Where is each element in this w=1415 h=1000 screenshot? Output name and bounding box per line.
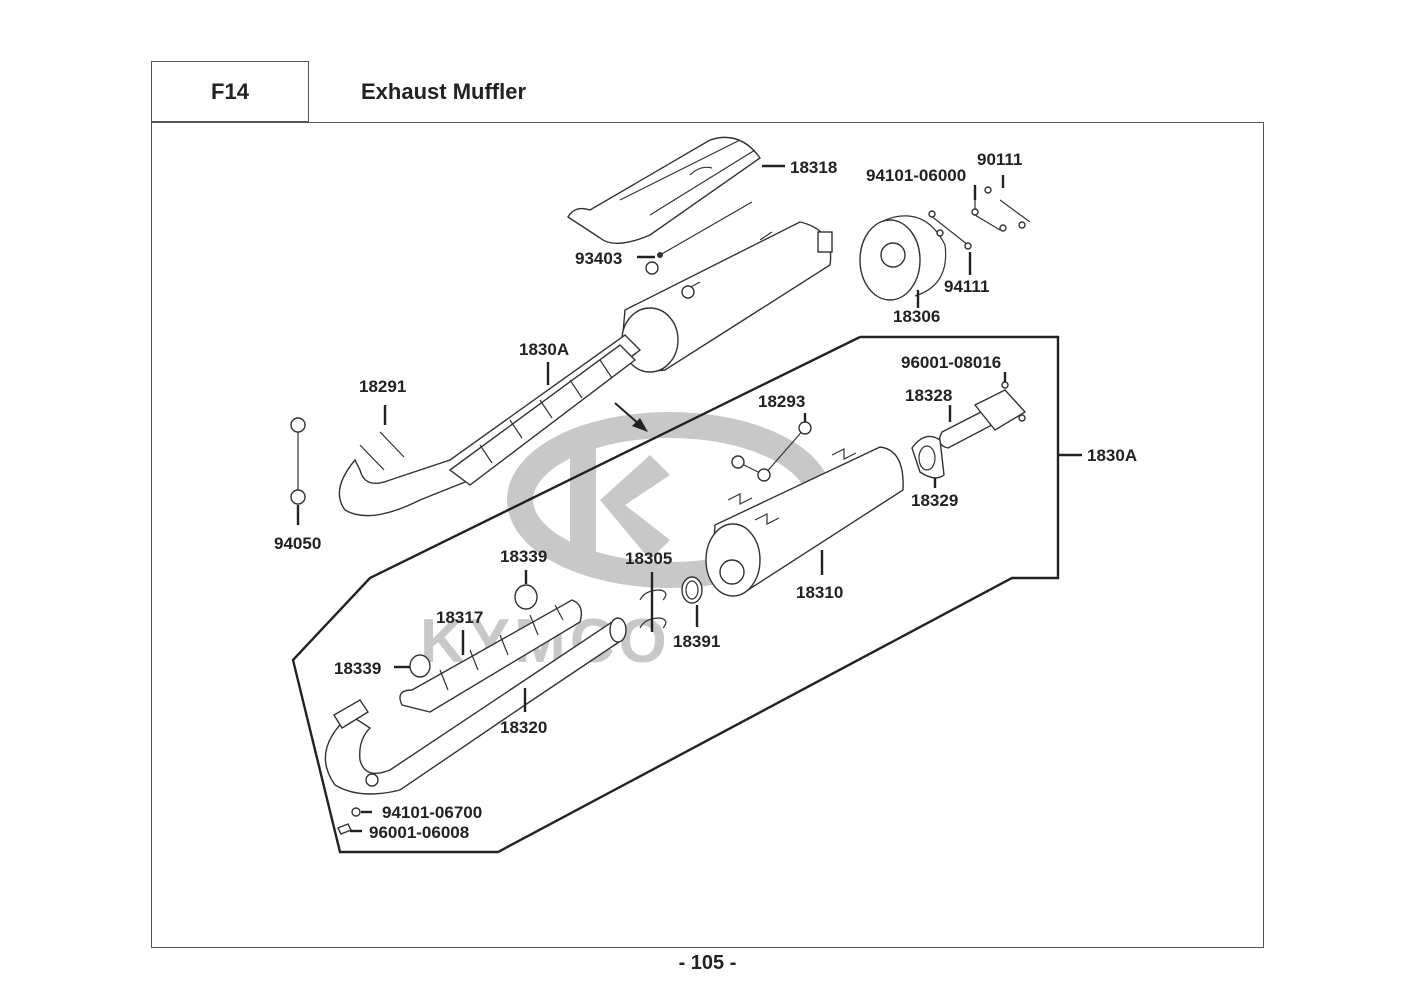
label-18320: 18320: [500, 718, 547, 737]
part-94050-nuts: [290, 417, 306, 525]
label-94111: 94111: [944, 277, 989, 296]
part-94111-washers: [928, 210, 972, 275]
part-18305-springs: [639, 572, 667, 632]
part-96001-06008-bolt: [337, 823, 362, 835]
logo-k-stem: [570, 440, 596, 570]
part-18318-heat-shield: [567, 136, 785, 244]
section-code-text: F14: [211, 78, 249, 104]
label-18305: 18305: [625, 549, 672, 568]
label-93403: 93403: [575, 249, 622, 268]
label-18339-left: 18339: [334, 659, 381, 678]
part-18293-rubber-mounts: [731, 413, 812, 482]
label-94101-06700: 94101-06700: [382, 803, 482, 822]
section-title-text: Exhaust Muffler: [361, 78, 527, 104]
part-93403-screw: [637, 201, 753, 259]
label-94101-06000: 94101-06000: [866, 166, 966, 185]
part-18317-lower-shield: [399, 599, 583, 713]
page-number: - 105 -: [678, 952, 737, 974]
label-90111: 90111: [977, 150, 1022, 169]
part-18306-end-cap: [859, 215, 947, 308]
logo-k-arm: [600, 455, 670, 560]
label-18306: 18306: [893, 307, 940, 326]
label-94050: 94050: [274, 534, 321, 553]
label-18291: 18291: [359, 377, 406, 396]
label-18310: 18310: [796, 583, 843, 602]
section-title: Exhaust Muffler: [309, 61, 1263, 122]
part-18310-muffler-body: [705, 446, 904, 597]
diagram-frame: [151, 122, 1264, 948]
label-1830A-top: 1830A: [519, 340, 569, 359]
label-18293: 18293: [758, 392, 805, 411]
part-18320-exhaust-pipe: [324, 617, 627, 795]
part-18391-gasket-ring: [681, 576, 703, 627]
part-18329-gasket: [911, 435, 945, 488]
label-18339-top: 18339: [500, 547, 547, 566]
label-96001-08016: 96001-08016: [901, 353, 1001, 372]
part-18339-clamps: [394, 570, 538, 678]
part-upper-muffler: [621, 221, 833, 373]
label-18318: 18318: [790, 158, 837, 177]
arrow-icon: [614, 402, 648, 432]
part-94101-06700-washer: [351, 807, 372, 817]
part-1830A-upper-pipe: [338, 334, 642, 517]
part-90111-bolts: [971, 175, 1031, 232]
section-code: F14: [151, 61, 309, 122]
part-18328-tail-pipe: [938, 372, 1027, 449]
label-18328: 18328: [905, 386, 952, 405]
label-18329: 18329: [911, 491, 958, 510]
assembly-outline: [291, 335, 1060, 854]
label-1830A-side: 1830A: [1087, 446, 1137, 465]
label-18391: 18391: [673, 632, 720, 651]
label-18317: 18317: [436, 608, 483, 627]
label-96001-06008: 96001-06008: [369, 823, 469, 842]
